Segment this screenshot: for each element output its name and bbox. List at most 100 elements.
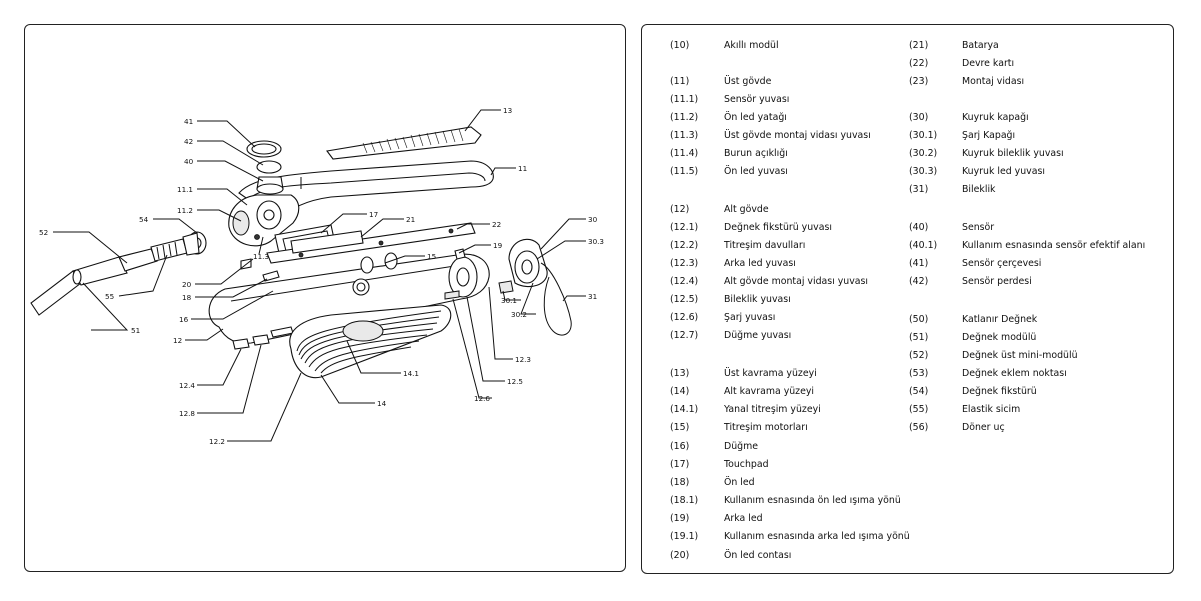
legend-item-number: (41) [909,258,929,269]
legend-item-number: (11.3) [670,130,699,141]
callout: 19 [493,241,503,250]
callout: 54 [139,215,149,224]
legend-item-number: (16) [670,441,690,452]
legend-item-number: (12.1) [670,222,699,233]
legend-item-number: (18) [670,477,690,488]
legend-item-description: Ön led contası [724,550,792,561]
legend-item-description: Alt gövde [724,204,769,215]
sensor-curtain [256,160,282,174]
upper-grip-surface [326,126,482,160]
legend-item-number: (22) [909,58,929,69]
legend-item-number: (12.7) [670,330,699,341]
sensor-frame [246,140,282,158]
legend-item-description: Touchpad [724,459,769,470]
callout: 12.2 [209,437,225,446]
legend-item-description: Üst kavrama yüzeyi [724,368,817,379]
legend-item-description: Düğme [724,441,759,452]
callout: 12.4 [179,381,195,390]
callout: 30.3 [588,237,604,246]
callout: 12.8 [179,409,195,418]
legend-item-description: Devre kartı [962,58,1015,69]
callout: 40 [184,157,194,166]
legend-item-number: (17) [670,459,690,470]
legend-item-description: Titreşim motorları [724,422,808,433]
callout: 11 [518,164,527,173]
legend-item-description: Akıllı modül [724,40,779,51]
legend-item-description: Kuyruk led yuvası [962,166,1045,177]
callout-labels: 41 42 40 11.1 11.2 54 52 55 51 20 11.3 1… [39,106,604,446]
callout: 12.6 [474,394,490,403]
legend-item-description: Sensör [962,222,995,233]
legend-item-description: Elastik sicim [962,404,1021,415]
legend-item-description: Kuyruk bileklik yuvası [962,148,1064,159]
legend-item-number: (30.3) [909,166,938,177]
callout: 17 [369,210,378,219]
callout: 22 [492,220,501,229]
legend-item-number: (13) [670,368,690,379]
legend-item-number: (18.1) [670,495,699,506]
legend-item-description: Şarj Kapağı [962,130,1016,141]
legend-item-description: Değnek eklem noktası [962,368,1067,379]
diagram-panel: 41 42 40 11.1 11.2 54 52 55 51 20 11.3 1… [24,24,626,572]
legend-item-number: (42) [909,276,929,287]
nose-assembly [228,194,300,247]
legend-item-number: (10) [670,40,690,51]
legend-item-description: Değnek fikstürü [962,386,1037,397]
legend-item-description: Arka led [724,513,763,524]
callout: 13 [503,106,512,115]
legend-item-description: Titreşim davulları [724,240,806,251]
legend-item-description: Düğme yuvası [724,330,792,341]
legend-item-number: (12.4) [670,276,699,287]
legend-item-description: Alt gövde montaj vidası yuvası [724,276,869,287]
legend-item-description: Kuyruk kapağı [962,112,1029,123]
callout: 11.3 [253,252,269,261]
lower-body [208,253,490,350]
callout: 12.3 [515,355,531,364]
legend-item-description: Sensör çerçevesi [962,258,1042,269]
legend-item-description: Değnek fikstürü yuvası [724,222,832,233]
callout: 11.2 [177,206,193,215]
callout: 31 [588,292,597,301]
legend-item-number: (12) [670,204,690,215]
exploded-view-diagram: 41 42 40 11.1 11.2 54 52 55 51 20 11.3 1… [30,106,604,446]
legend-item-description: Üst gövde [724,76,772,87]
callout: 12 [173,336,182,345]
legend-item-number: (52) [909,350,929,361]
legend-item-number: (30.2) [909,148,938,159]
legend-item-number: (12.2) [670,240,699,251]
legend-item-number: (12.5) [670,294,699,305]
legend-item-number: (11.5) [670,166,699,177]
legend-item-number: (21) [909,40,929,51]
legend-item-description: Burun açıklığı [724,148,788,159]
battery [290,230,364,254]
callout: 15 [427,252,436,261]
callout: 14.1 [403,369,419,378]
callout: 51 [131,326,140,335]
legend-item-description: Değnek modülü [962,332,1037,343]
legend-item-description: Kullanım esnasında ön led ışıma yönü [724,495,901,506]
callout: 41 [184,117,193,126]
legend-item-number: (31) [909,184,929,195]
callout: 42 [184,137,193,146]
legend-panel: (10)Akıllı modül(11)Üst gövde(11.1)Sensö… [641,24,1174,574]
legend-item-description: Sensör perdesi [962,276,1032,287]
legend-item-number: (50) [909,314,929,325]
legend-item-number: (40.1) [909,240,938,251]
legend-item-number: (23) [909,76,929,87]
legend-item-number: (20) [670,550,690,561]
legend-item-description: Montaj vidası [962,76,1025,87]
tail-cap [498,238,548,294]
legend-item-number: (14) [670,386,690,397]
callout: 30.2 [511,310,527,319]
circuit-board [266,222,476,264]
legend-item-number: (53) [909,368,929,379]
legend-item-number: (12.6) [670,312,699,323]
legend-item-number: (11.1) [670,94,699,105]
callout: 55 [105,292,114,301]
legend-item-description: Batarya [962,40,999,51]
legend-item-description: Şarj yuvası [724,312,776,323]
legend-item-description: Üst gövde montaj vidası yuvası [724,130,871,141]
lower-grip-surface [289,304,452,379]
legend-item-number: (19.1) [670,531,699,542]
legend-item-description: Döner uç [962,422,1005,433]
